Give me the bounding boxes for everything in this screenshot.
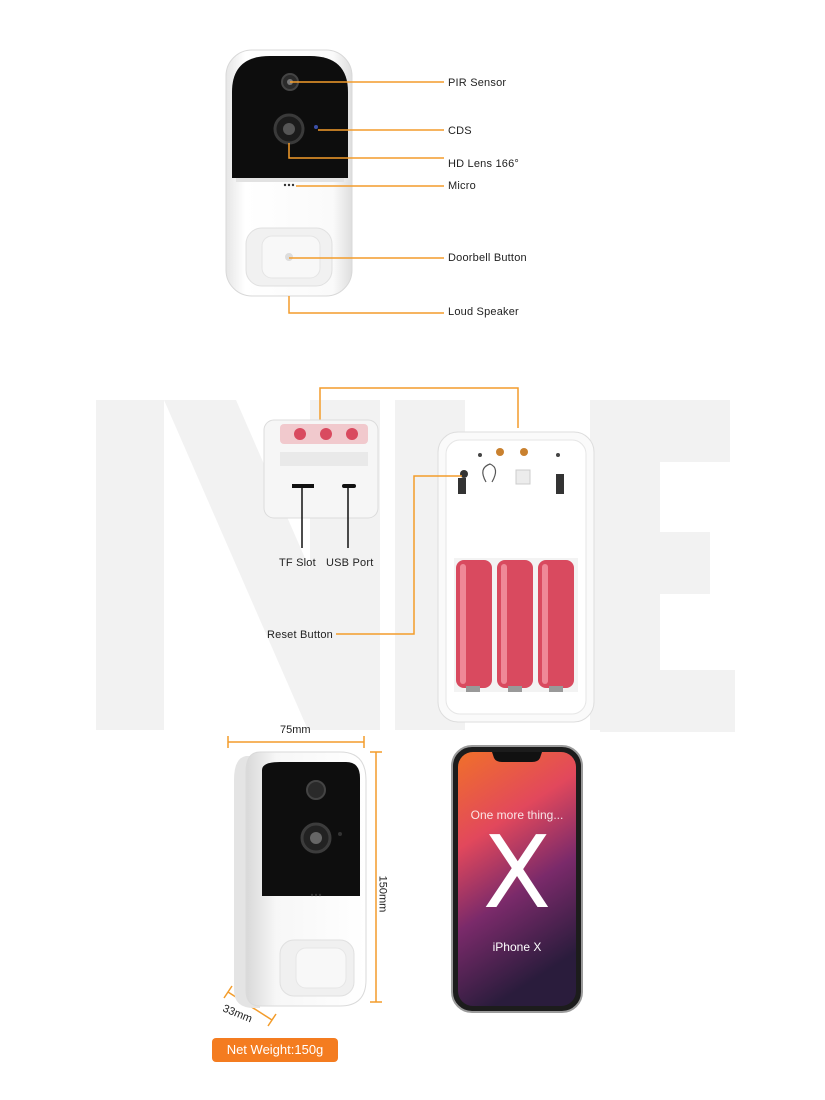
doorbell-internal-image xyxy=(263,387,595,723)
phone-big-letter: X xyxy=(482,814,552,931)
micro-label: Micro xyxy=(448,180,476,192)
loud-speaker-label: Loud Speaker xyxy=(448,306,519,318)
doorbell-button-label: Doorbell Button xyxy=(448,252,527,264)
phone-tagline: One more thing... xyxy=(470,808,564,822)
cds-label: CDS xyxy=(448,125,472,137)
reset-button-label: Reset Button xyxy=(267,629,333,641)
hd-lens-label: HD Lens 166° xyxy=(448,158,520,170)
net-weight-badge: Net Weight:150g xyxy=(212,1038,338,1062)
width-dimension: 75mm xyxy=(280,724,311,736)
usb-port-label: USB Port xyxy=(326,557,374,569)
phone-model: iPhone X xyxy=(492,940,542,954)
doorbell-front-image xyxy=(225,49,444,314)
pir-sensor-label: PIR Sensor xyxy=(448,77,507,89)
height-dimension: 150mm xyxy=(376,875,389,913)
tf-slot-label: TF Slot xyxy=(279,557,316,569)
